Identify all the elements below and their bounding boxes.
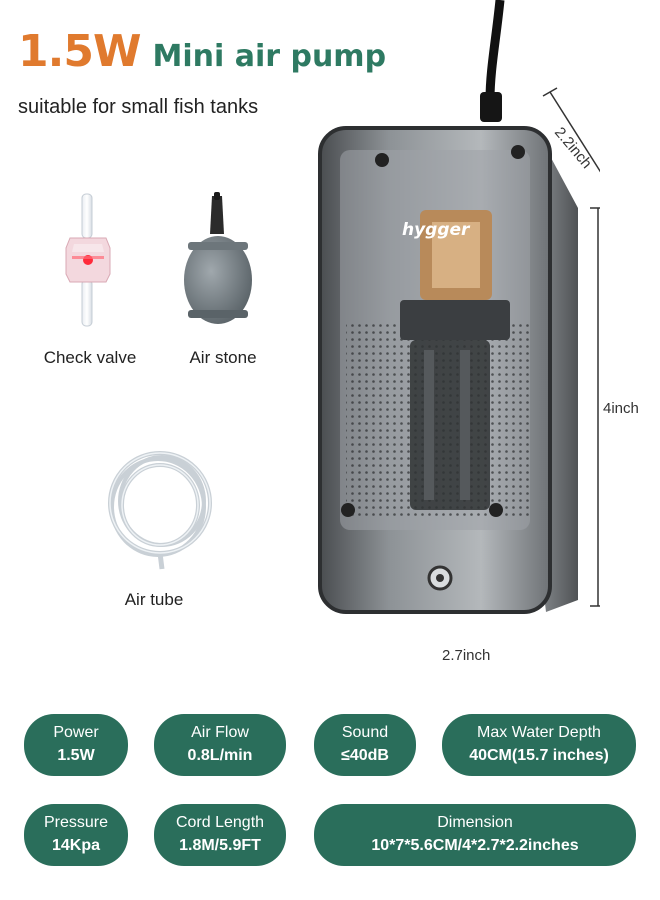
- spec-pressure: Pressure 14Kpa: [24, 804, 128, 866]
- product-subtitle: suitable for small fish tanks: [18, 96, 259, 118]
- check-valve-image: [65, 193, 111, 327]
- spec-label: Air Flow: [191, 724, 249, 741]
- spec-dimension: Dimension 10*7*5.6CM/4*2.7*2.2inches: [314, 804, 636, 866]
- spec-label: Sound: [341, 724, 389, 741]
- spec-label: Max Water Depth: [477, 724, 601, 741]
- brand-logo: hygger: [402, 220, 471, 240]
- spec-value: 1.5W: [57, 747, 95, 764]
- spec-label: Power: [53, 724, 99, 741]
- spec-air-flow: Air Flow 0.8L/min: [154, 714, 286, 776]
- spec-value: ≤40dB: [341, 747, 389, 764]
- spec-label: Dimension: [437, 814, 513, 831]
- air-tube-image: [108, 451, 212, 570]
- spec-value: 14Kpa: [51, 837, 101, 854]
- product-title: Mini air pump: [152, 39, 387, 74]
- spec-power: Power 1.5W: [24, 714, 128, 776]
- spec-value: 1.8M/5.9FT: [179, 837, 261, 854]
- height-dimension-label: 4inch: [603, 400, 639, 417]
- air-stone-image: [184, 192, 252, 324]
- spec-value: 40CM(15.7 inches): [469, 747, 609, 764]
- width-dimension-label: 2.7inch: [442, 647, 491, 664]
- spec-max-water-depth: Max Water Depth 40CM(15.7 inches): [442, 714, 636, 776]
- power-rating: 1.5W: [18, 26, 141, 77]
- spec-label: Pressure: [43, 814, 109, 831]
- air-tube-label: Air tube: [124, 590, 184, 609]
- spec-value: 10*7*5.6CM/4*2.7*2.2inches: [371, 837, 579, 854]
- air-stone-label: Air stone: [189, 348, 257, 367]
- spec-cord-length: Cord Length 1.8M/5.9FT: [154, 804, 286, 866]
- check-valve-label: Check valve: [43, 348, 137, 367]
- spec-value: 0.8L/min: [187, 747, 253, 764]
- spec-sound: Sound ≤40dB: [314, 714, 416, 776]
- headline: 1.5W Mini air pump: [18, 26, 386, 77]
- spec-label: Cord Length: [175, 814, 265, 831]
- air-pump-image: hygger: [318, 0, 600, 614]
